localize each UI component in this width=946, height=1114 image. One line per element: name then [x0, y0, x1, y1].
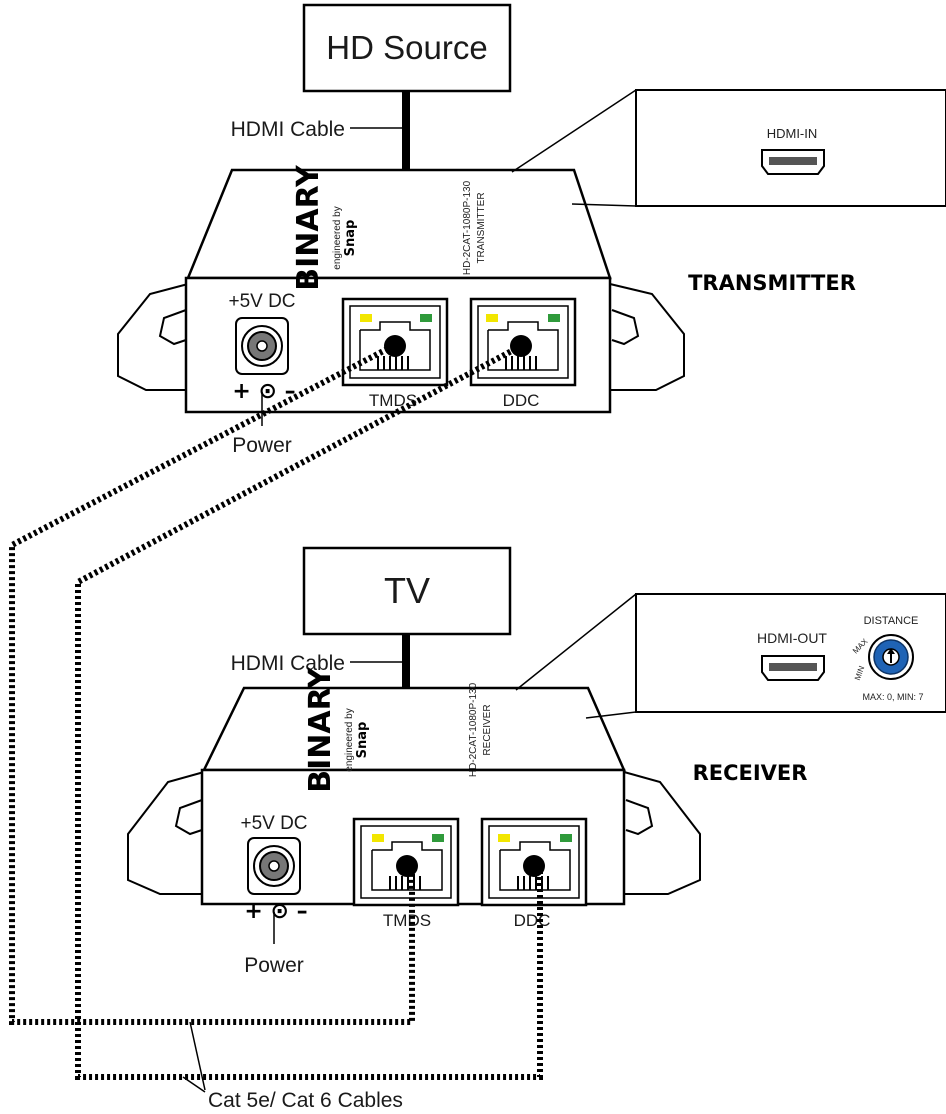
transmitter-unit: BINARY engineered by Snap HD-2CAT-1080P-…	[117, 164, 685, 457]
transmitter-title: TRANSMITTER	[688, 271, 856, 295]
transmitter-tmds-port[interactable]	[341, 297, 449, 387]
receiver-engineered-by: engineered by	[344, 708, 355, 771]
transmitter-power-jack[interactable]	[235, 317, 289, 375]
hdmi-cable-top	[402, 91, 410, 171]
hdmi-in-port[interactable]	[761, 149, 825, 175]
transmitter-power-callout: Power	[232, 434, 292, 457]
hd-source-label: HD Source	[326, 29, 487, 66]
transmitter-tmds-green-led	[420, 314, 432, 322]
transmitter-power-port-label: +5V DC	[228, 291, 295, 312]
receiver-unit: BINARY engineered by Snap HD-2CAT-1080P-…	[127, 666, 701, 977]
distance-note: MAX: 0, MIN: 7	[862, 692, 923, 702]
transmitter-snap-logo: Snap	[343, 220, 358, 257]
transmitter-polarity: + ⊙ –	[232, 379, 295, 404]
tv-box: TV	[302, 546, 512, 636]
transmitter-engineered-by: engineered by	[332, 206, 343, 269]
cat-cables	[9, 343, 543, 1080]
hd-source-box: HD Source	[302, 3, 512, 93]
receiver-power-port-label: +5V DC	[240, 813, 307, 834]
hdmi-in-label: HDMI-IN	[767, 126, 818, 141]
receiver-role: RECEIVER	[482, 704, 493, 755]
transmitter-tmds-yellow-led	[360, 314, 372, 322]
transmitter-ddc-yellow-led	[486, 314, 498, 322]
transmitter-tmds-label: TMDS	[369, 391, 417, 410]
receiver-tmds-port[interactable]	[352, 817, 460, 907]
receiver-tmds-label: TMDS	[383, 911, 431, 930]
receiver-snap-logo: Snap	[355, 722, 370, 759]
cat-cable-tmds	[9, 343, 415, 1025]
transmitter-rear-panel: HDMI-IN	[635, 89, 946, 207]
hdmi-cable-label-top: HDMI Cable	[231, 118, 345, 141]
tv-label: TV	[384, 570, 430, 611]
receiver-model: HD-2CAT-1080P-130	[468, 682, 479, 777]
distance-dial[interactable]	[868, 634, 914, 680]
transmitter-ddc-green-led	[548, 314, 560, 322]
hdmi-out-label: HDMI-OUT	[757, 630, 827, 646]
receiver-ddc-port[interactable]	[480, 817, 588, 907]
receiver-power-callout: Power	[244, 954, 304, 977]
receiver-rear-panel: HDMI-OUT DISTANCE MAX MIN MAX: 0, MIN: 7	[635, 593, 946, 713]
hdmi-out-port[interactable]	[761, 655, 825, 681]
receiver-polarity: + ⊙ –	[244, 899, 307, 924]
transmitter-model: HD-2CAT-1080P-130	[462, 180, 473, 275]
transmitter-ddc-label: DDC	[503, 391, 540, 410]
receiver-brand-logo: BINARY	[303, 666, 338, 793]
hdmi-cable-bottom	[402, 634, 410, 688]
distance-label: DISTANCE	[864, 615, 919, 627]
receiver-ddc-yellow-led	[498, 834, 510, 842]
receiver-tmds-yellow-led	[372, 834, 384, 842]
cat-cable-label: Cat 5e/ Cat 6 Cables	[208, 1089, 403, 1112]
hdmi-cable-label-bottom: HDMI Cable	[231, 652, 345, 675]
transmitter-brand-logo: BINARY	[291, 164, 326, 291]
receiver-title: RECEIVER	[693, 761, 808, 785]
receiver-ddc-label: DDC	[514, 911, 551, 930]
cat-cable-ddc	[75, 343, 543, 1080]
transmitter-role: TRANSMITTER	[476, 192, 487, 263]
transmitter-ddc-port[interactable]	[469, 297, 577, 387]
receiver-tmds-green-led	[432, 834, 444, 842]
receiver-power-jack[interactable]	[247, 837, 301, 895]
receiver-ddc-green-led	[560, 834, 572, 842]
